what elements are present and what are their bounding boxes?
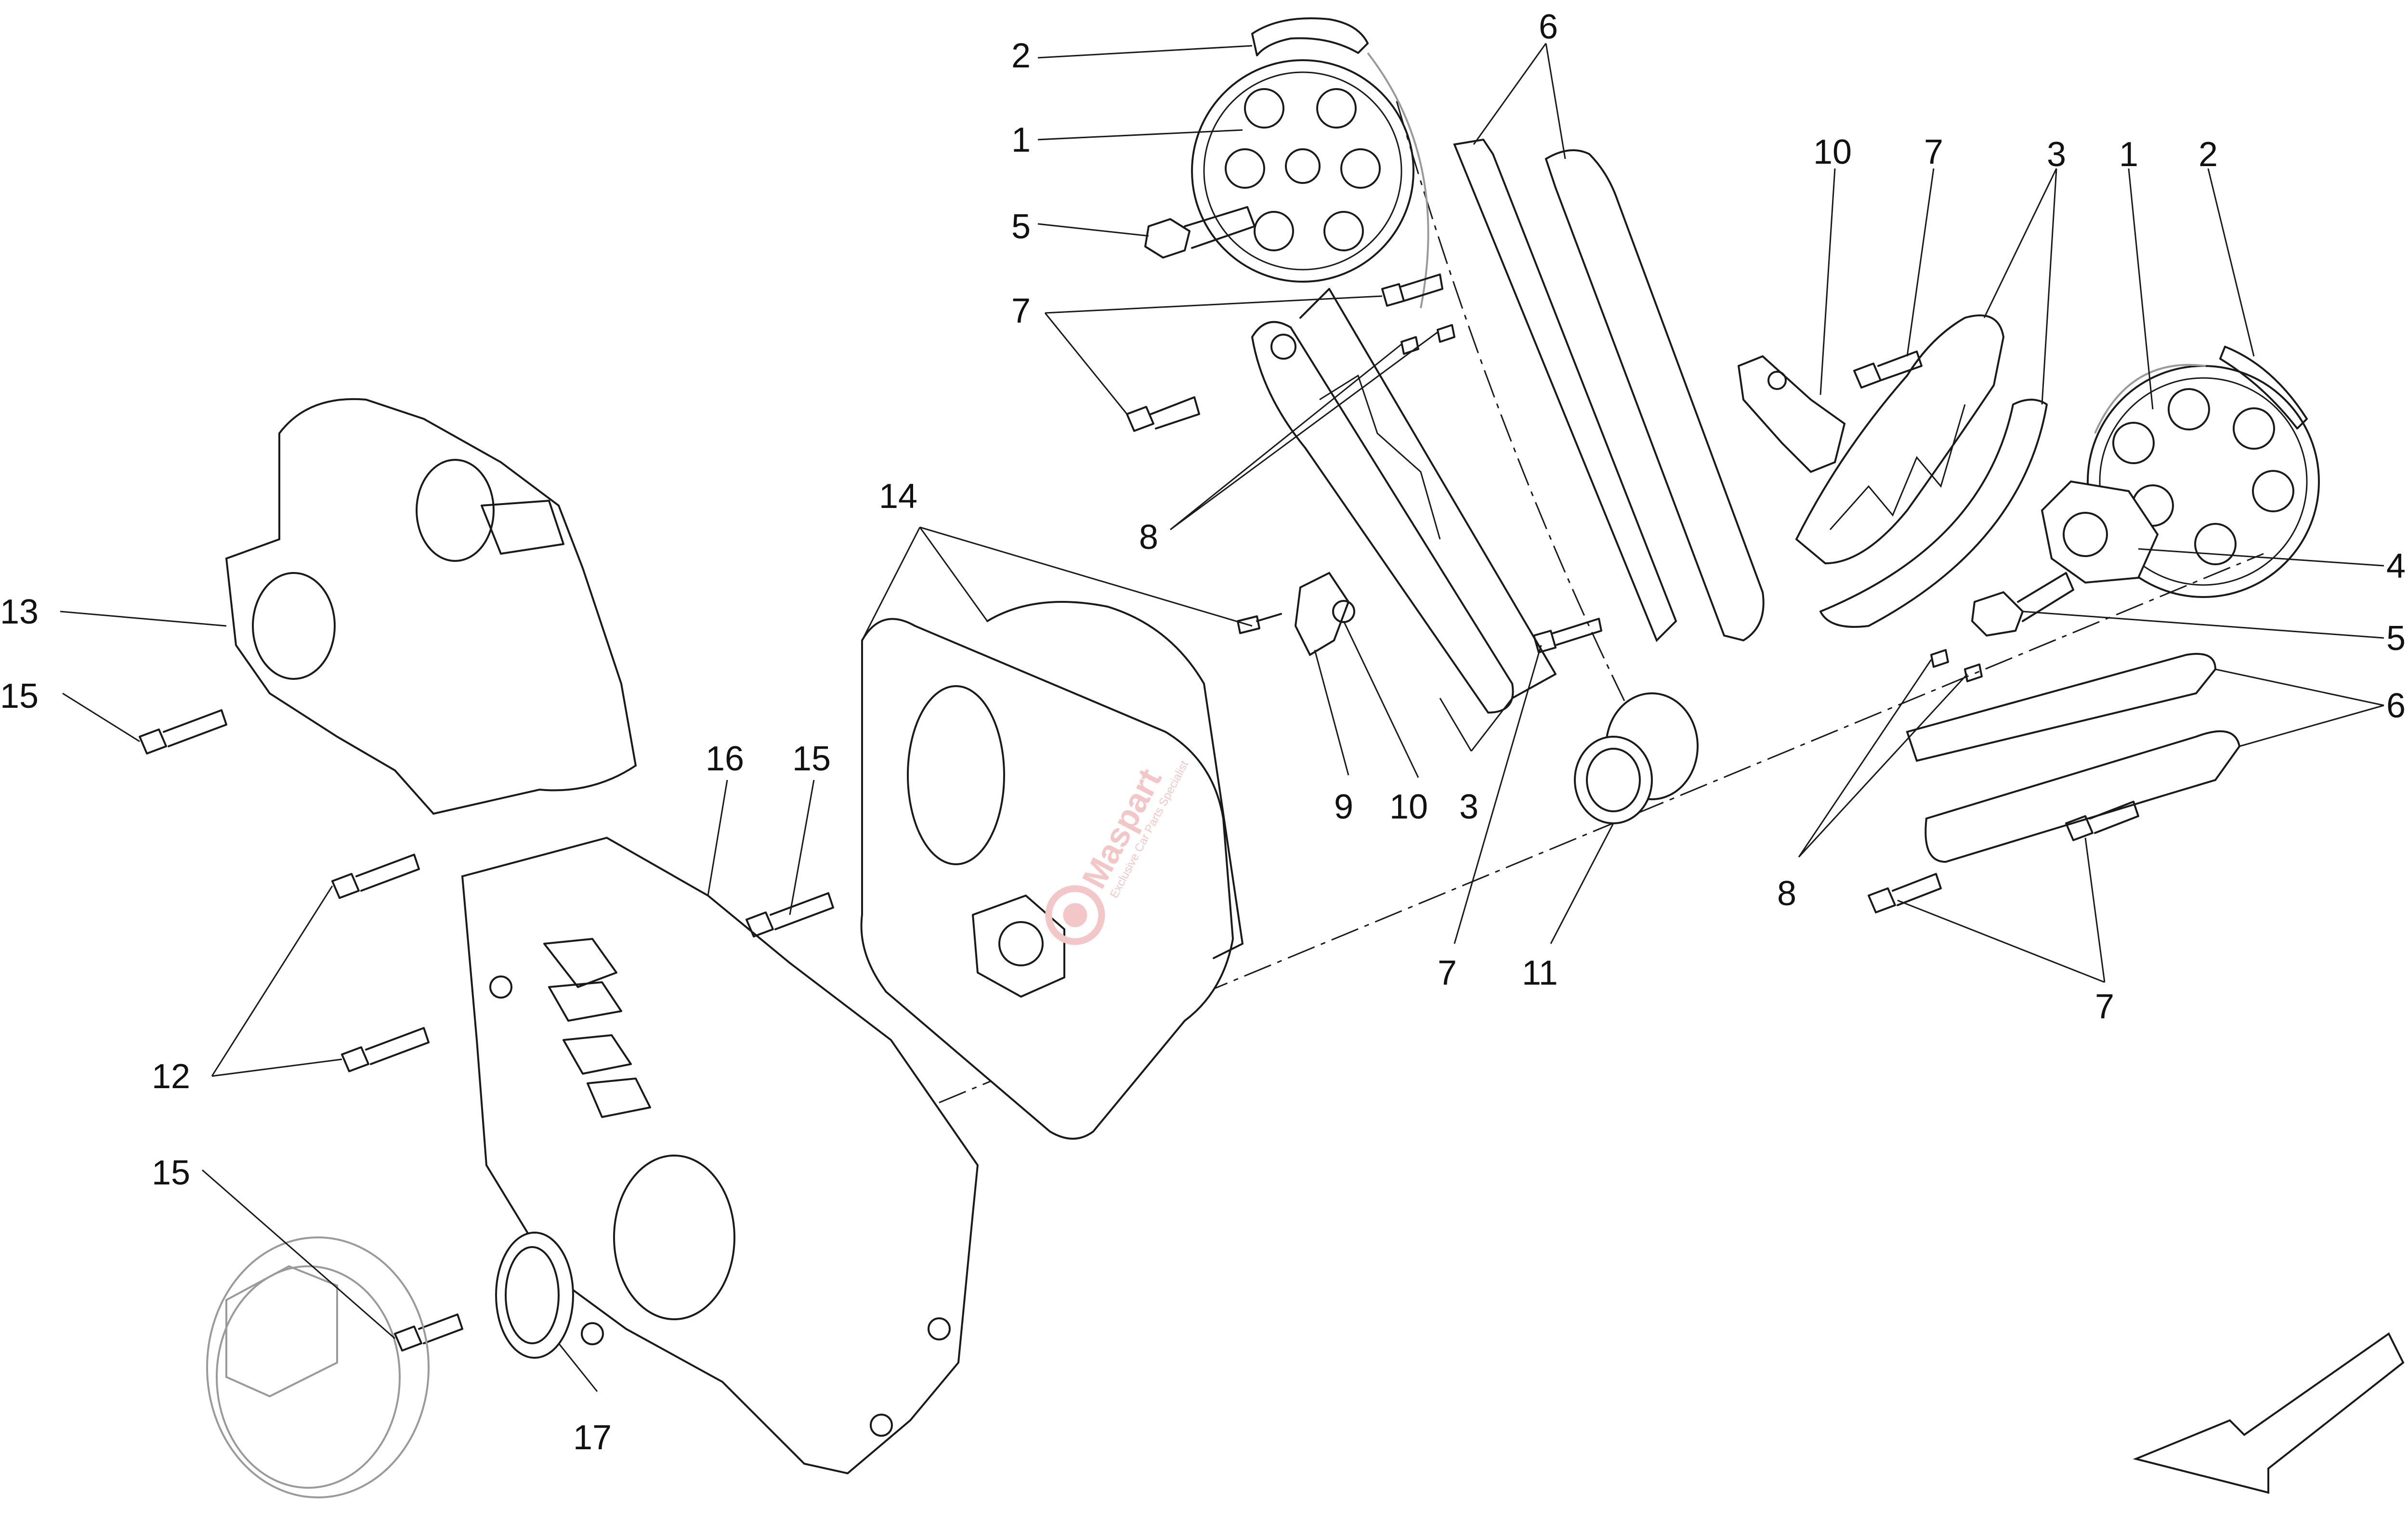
callout-12: 12 [152, 1057, 190, 1096]
timing-chain-right [2094, 346, 2308, 434]
rear-housing-13 [225, 398, 637, 815]
callout-2: 2 [1011, 37, 1031, 75]
timing-chain-left [1251, 17, 1429, 309]
callout-7: 7 [2095, 988, 2114, 1026]
callout-9: 9 [1334, 788, 1353, 826]
camshaft-sprocket-left [1191, 59, 1414, 283]
callout-17: 17 [573, 1418, 612, 1457]
callout-6: 6 [1539, 8, 1558, 46]
small-screws-8-right [1930, 649, 1983, 682]
callout-7: 7 [1011, 292, 1031, 330]
callout-5: 5 [1011, 208, 1031, 246]
callout-7: 7 [1438, 954, 1457, 992]
leader-lines [60, 43, 2384, 1392]
callout-16: 16 [706, 740, 744, 778]
callout-10: 10 [1813, 133, 1852, 171]
tensioner-arm-3-right [1795, 314, 2048, 628]
callout-15: 15 [792, 740, 831, 778]
callout-6: 6 [2386, 687, 2406, 725]
front-cover-16 [461, 836, 979, 1475]
guide-bolt-7d [1853, 351, 1923, 389]
callout-2: 2 [2199, 135, 2218, 174]
callout-1: 1 [1011, 121, 1031, 159]
chain-guide-rail-6 [1453, 138, 1765, 642]
timing-cover-14 [860, 601, 1243, 1140]
callout-5: 5 [2386, 619, 2406, 658]
bolt-15-middle [746, 892, 834, 937]
callout-13: 13 [0, 593, 39, 631]
callout-7: 7 [1924, 133, 1943, 171]
callout-8: 8 [1777, 874, 1796, 913]
guide-bolt-7c [1533, 618, 1602, 653]
chain-tensioner-arm-3 [1251, 288, 1557, 714]
callout-15: 15 [152, 1154, 190, 1192]
callout-labels: 1 2 5 7 8 6 10 7 3 1 2 4 5 6 8 7 7 11 9 … [0, 8, 2406, 1457]
callout-8: 8 [1139, 518, 1158, 557]
crankshaft-sprocket-11 [1574, 692, 1699, 824]
sprocket-bolt-left [1144, 206, 1256, 259]
bolt-15-upper [139, 709, 227, 754]
callout-3: 3 [1459, 788, 1479, 826]
callout-1: 1 [2119, 135, 2138, 174]
chain-tensioner-10-right [1737, 355, 1846, 473]
chain-guides-6-right [1906, 653, 2241, 863]
callout-4: 4 [2386, 547, 2406, 585]
small-screws-8 [1400, 324, 1455, 355]
crank-pulley [206, 1236, 430, 1498]
bolt-15-lower [394, 1313, 463, 1352]
chain-tensioner-10-center [1237, 572, 1355, 656]
guide-bolt-7b [1381, 273, 1443, 307]
phaser-hub-4 [2041, 480, 2159, 584]
guide-bolts-7-right [1868, 801, 2139, 913]
guide-bolt-7a [1126, 396, 1200, 432]
callout-10: 10 [1389, 788, 1428, 826]
direction-arrow-icon [2133, 1332, 2405, 1494]
callout-11: 11 [1522, 954, 1558, 992]
callout-3: 3 [2047, 135, 2066, 174]
callout-14: 14 [879, 477, 917, 516]
oil-seal-17 [495, 1232, 574, 1359]
sprocket-bolt-right [1971, 572, 2074, 637]
callout-15: 15 [0, 677, 39, 715]
bolts-12 [331, 854, 430, 1072]
